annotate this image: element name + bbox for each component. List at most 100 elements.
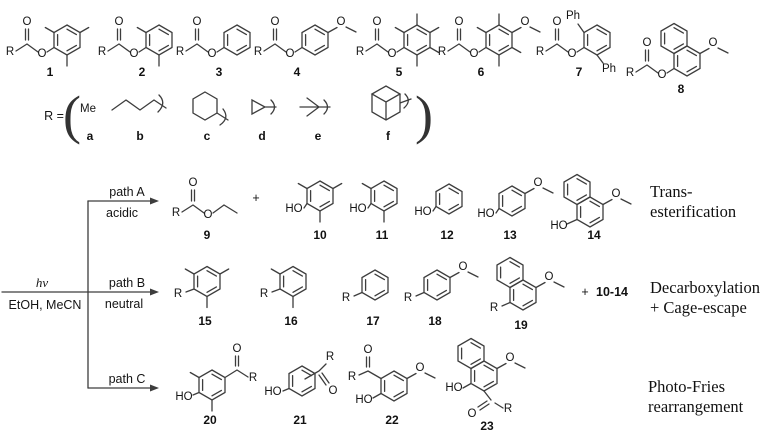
- atom-Ph-top: Ph: [566, 10, 580, 22]
- atom-R: R: [326, 351, 334, 363]
- atom-R: R: [254, 46, 262, 58]
- bonds: [353, 291, 363, 297]
- bonds: [263, 26, 357, 53]
- bonds: [297, 182, 343, 223]
- r-equals-label: R =: [44, 109, 64, 123]
- benzene-ring: [53, 24, 81, 56]
- atom-O-methoxy: O: [416, 362, 425, 374]
- compound-6: R O O O 6: [438, 13, 541, 79]
- compound-21: HO R O 21: [264, 351, 337, 427]
- path-b-label: path B: [109, 276, 145, 290]
- benzene-ring: [306, 180, 334, 212]
- bonds: [358, 356, 436, 399]
- compound-2: R O O 2: [98, 16, 173, 79]
- atom-O-methoxy: O: [521, 16, 530, 28]
- r-group-e: e: [299, 97, 331, 143]
- bonds: [447, 13, 541, 67]
- compound-7: R O O Ph Ph 7: [536, 10, 616, 79]
- bonds: [270, 268, 294, 309]
- atom-O-methoxy: O: [612, 188, 621, 200]
- atom-HO: HO: [264, 386, 281, 398]
- atom-O-ester: O: [658, 69, 667, 81]
- attachment-bond: [216, 108, 229, 126]
- byproducts-10-14: 10-14: [596, 285, 628, 299]
- compound-number-1: 1: [47, 65, 54, 79]
- compound-20: HO O R 20: [175, 343, 257, 427]
- compound-number-6: 6: [478, 65, 485, 79]
- benzene-ring: [198, 369, 226, 401]
- atom-HO: HO: [445, 382, 462, 394]
- atom-HO: HO: [355, 394, 372, 406]
- compound-number-17: 17: [366, 314, 380, 328]
- atom-R: R: [172, 207, 180, 219]
- r-letter-f: f: [386, 129, 391, 143]
- benzene-ring: [485, 24, 513, 56]
- compound-number-7: 7: [576, 65, 583, 79]
- benzene-ring: [301, 24, 329, 56]
- compound-number-20: 20: [203, 413, 217, 427]
- compound-4: R O O O 4: [254, 16, 357, 79]
- naphthalene-ring-upper: [563, 173, 591, 206]
- r-group-f: f: [370, 85, 412, 143]
- compound-23: HO O O R 23: [445, 337, 526, 433]
- atom-R: R: [6, 46, 14, 58]
- solvent-condition: EtOH, MeCN: [9, 298, 82, 312]
- r-group-definition: R = ( Me a b c d e f ): [44, 85, 433, 145]
- atom-O-carbonyl: O: [364, 344, 373, 356]
- atom-O-carbonyl: O: [329, 385, 338, 397]
- atom-HO: HO: [550, 220, 567, 232]
- compound-number-22: 22: [385, 413, 399, 427]
- compound-number-14: 14: [587, 228, 601, 242]
- atom-O-methoxy: O: [709, 37, 718, 49]
- compound-17: R 17: [342, 269, 389, 328]
- plus-sign-row-b: +: [581, 285, 588, 299]
- open-paren: (: [63, 85, 81, 145]
- atom-O-methoxy: O: [545, 271, 554, 283]
- benzene-ring: [145, 24, 173, 56]
- outcome-c-line2: rearrangement: [648, 397, 744, 416]
- atom-O-ester: O: [470, 48, 479, 60]
- tert-butyl-bonds: [299, 97, 331, 117]
- bonds: [365, 13, 440, 67]
- outcome-a-line2: esterification: [650, 202, 736, 221]
- compound-number-18: 18: [428, 314, 442, 328]
- atom-O-ester: O: [286, 48, 295, 60]
- path-a-condition: acidic: [106, 206, 138, 220]
- r-letter-e: e: [315, 129, 322, 143]
- compound-22: R O HO O 22: [348, 344, 436, 427]
- compound-number-9: 9: [204, 228, 211, 242]
- compound-number-4: 4: [294, 65, 301, 79]
- bonds: [501, 281, 565, 307]
- compound-18: R O 18: [404, 261, 479, 328]
- atom-R: R: [342, 292, 350, 304]
- bonds: [361, 182, 385, 223]
- bonds: [545, 23, 604, 64]
- atom-O-carbonyl: O: [373, 16, 382, 28]
- atom-HO: HO: [175, 391, 192, 403]
- r-group-b: b: [111, 94, 167, 143]
- path-c-arrowhead: [150, 384, 159, 392]
- naphthalene-ring-upper: [660, 22, 688, 55]
- atom-O-methoxy: O: [459, 261, 468, 273]
- atom-HO: HO: [414, 206, 431, 218]
- compound-12: HO 12: [414, 183, 463, 242]
- bonds: [189, 355, 249, 412]
- bonds: [282, 363, 330, 392]
- compound-number-16: 16: [284, 314, 298, 328]
- main-arrow-line: [1, 200, 89, 389]
- outcome-a-line1: Trans-: [650, 182, 692, 201]
- atom-O-carbonyl: O: [115, 16, 124, 28]
- close-paren: ): [415, 85, 433, 145]
- atom-R: R: [504, 403, 512, 415]
- path-a-arrowhead: [150, 197, 159, 205]
- path-c-label: path C: [109, 372, 146, 386]
- bonds: [181, 189, 238, 214]
- outcome-b-line2: + Cage-escape: [650, 298, 747, 317]
- atom-O-carbonyl: O: [455, 16, 464, 28]
- benzene-ring: [279, 265, 307, 298]
- atom-O-carbonyl: O: [189, 177, 198, 189]
- atom-R: R: [626, 67, 634, 79]
- compound-14: HO O 14: [550, 173, 632, 242]
- atom-O-carbonyl: O: [233, 343, 242, 355]
- outcome-b-line1: Decarboxylation: [650, 278, 760, 297]
